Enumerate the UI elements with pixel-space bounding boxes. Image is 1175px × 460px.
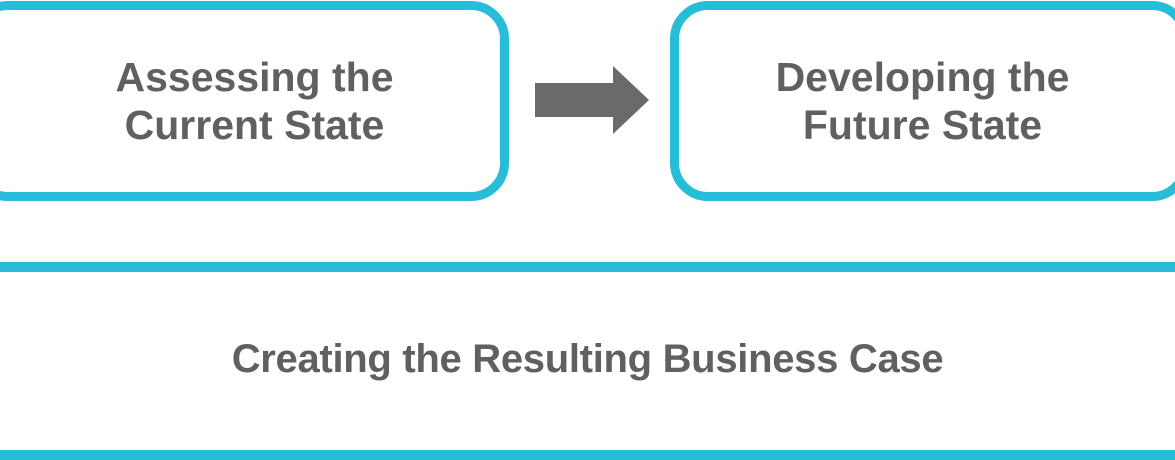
step-label-future-state: Developing the Future State: [775, 54, 1070, 148]
step-box-future-state: Developing the Future State: [670, 1, 1175, 201]
result-label: Creating the Resulting Business Case: [231, 337, 944, 381]
arrow-shape: [535, 66, 649, 134]
arrow-right-icon: [535, 66, 649, 134]
step-label-current-state: Assessing the Current State: [115, 54, 394, 148]
step-box-current-state: Assessing the Current State: [0, 1, 509, 201]
result-band: Creating the Resulting Business Case: [0, 272, 1175, 450]
result-band-top-divider: [0, 262, 1175, 272]
result-band-bottom-divider: [0, 450, 1175, 460]
